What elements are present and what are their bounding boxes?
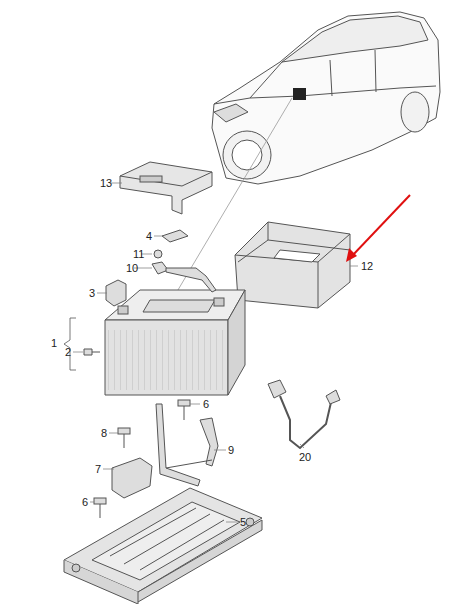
callout-number: 6 [82, 496, 88, 508]
callout-number: 1 [51, 337, 57, 349]
bracket-13 [120, 162, 212, 214]
callout-number: 8 [101, 427, 107, 439]
battery-cover-12 [235, 222, 350, 308]
callout-number: 20 [299, 451, 311, 463]
tray-5 [64, 488, 262, 604]
battery-location-mark [293, 88, 306, 100]
cable-20 [268, 380, 340, 448]
car-outline [212, 12, 440, 184]
leader-lines [73, 183, 358, 522]
callout-number: 13 [100, 177, 112, 189]
callout-number: 4 [146, 230, 152, 242]
callout-number: 10 [126, 262, 138, 274]
callout-number: 12 [361, 260, 373, 272]
red-arrowhead [346, 248, 357, 262]
callout-number: 5 [240, 516, 246, 528]
small-parts [84, 230, 216, 355]
callout-number: 7 [95, 463, 101, 475]
callout-number: 2 [65, 346, 71, 358]
holders [94, 400, 218, 518]
callout-number: 6 [203, 398, 209, 410]
callout-number: 11 [133, 248, 144, 260]
battery-1 [105, 290, 245, 395]
callout-number: 3 [89, 287, 95, 299]
bracket-line [64, 318, 76, 370]
red-arrow [352, 195, 410, 256]
callout-number: 9 [228, 444, 234, 456]
